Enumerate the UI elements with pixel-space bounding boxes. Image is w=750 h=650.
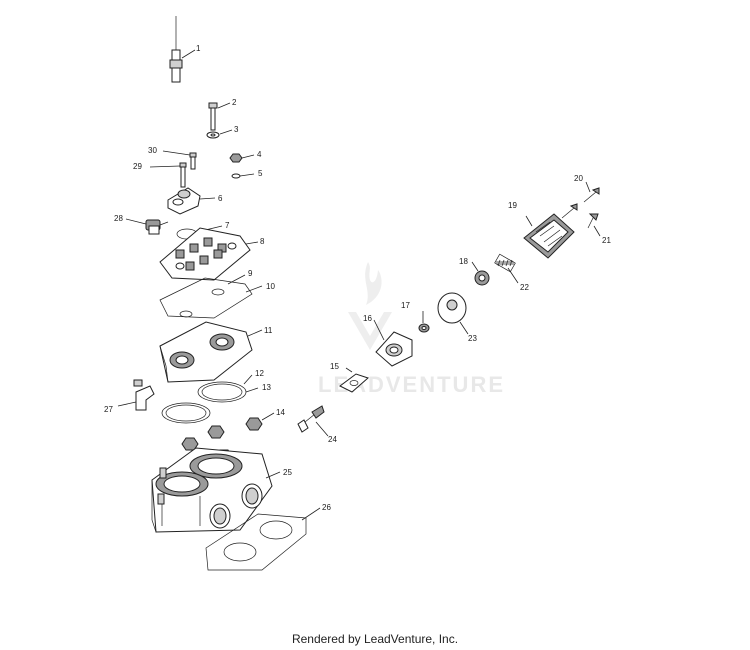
callout-14: 14 — [276, 408, 285, 417]
part-6-thermostat-housing — [167, 187, 201, 215]
callout-4: 4 — [257, 150, 262, 159]
part-17-bushing — [418, 323, 430, 333]
part-28-fitting — [145, 219, 169, 235]
part-23-diaphragm — [437, 292, 467, 324]
callout-7: 7 — [225, 221, 230, 230]
callout-3: 3 — [234, 125, 239, 134]
callout-16: 16 — [363, 314, 372, 323]
callout-6: 6 — [218, 194, 223, 203]
part-21-screw — [587, 213, 599, 229]
callout-12: 12 — [255, 369, 264, 378]
part-5-washer — [231, 173, 241, 179]
callout-21: 21 — [602, 236, 611, 245]
part-27-elbow-fitting — [133, 379, 155, 411]
callout-10: 10 — [266, 282, 275, 291]
part-16-mounting-plate — [375, 331, 413, 367]
callout-2: 2 — [232, 98, 237, 107]
part-30-screw — [189, 152, 197, 170]
callout-23: 23 — [468, 334, 477, 343]
part-18-valve-seat — [474, 270, 490, 286]
part-29-screw — [179, 162, 187, 188]
part-8-cylinder-head — [159, 227, 251, 281]
callout-30: 30 — [148, 146, 157, 155]
callout-11: 11 — [264, 326, 273, 335]
callout-17: 17 — [401, 301, 410, 310]
part-11-head-cover — [159, 321, 253, 383]
callout-26: 26 — [322, 503, 331, 512]
callout-9: 9 — [248, 269, 253, 278]
callout-13: 13 — [262, 383, 271, 392]
part-24-fitting — [297, 405, 325, 433]
callout-29: 29 — [133, 162, 142, 171]
part-22-spring — [494, 253, 516, 273]
part-26-base-gasket — [205, 513, 307, 571]
callout-5: 5 — [258, 169, 263, 178]
callout-19: 19 — [508, 201, 517, 210]
part-4-nut — [229, 153, 243, 163]
callout-25: 25 — [283, 468, 292, 477]
part-19-cover — [523, 213, 575, 259]
part-13-o-ring — [161, 402, 211, 424]
part-1-sensor — [169, 16, 183, 83]
callout-24: 24 — [328, 435, 337, 444]
callout-1: 1 — [196, 44, 201, 53]
part-15-gasket-plate — [339, 373, 369, 393]
callout-20: 20 — [574, 174, 583, 183]
part-20-screws — [561, 187, 600, 219]
part-2-bolt — [208, 102, 218, 131]
part-25-cylinder-block — [151, 447, 273, 533]
part-3-washer — [206, 131, 220, 139]
callout-22: 22 — [520, 283, 529, 292]
callout-28: 28 — [114, 214, 123, 223]
callout-27: 27 — [104, 405, 113, 414]
callout-18: 18 — [459, 257, 468, 266]
part-9-gasket — [159, 277, 253, 319]
footer-credit: Rendered by LeadVenture, Inc. — [291, 632, 459, 646]
part-12-o-ring — [197, 381, 247, 403]
callout-15: 15 — [330, 362, 339, 371]
callout-8: 8 — [260, 237, 265, 246]
